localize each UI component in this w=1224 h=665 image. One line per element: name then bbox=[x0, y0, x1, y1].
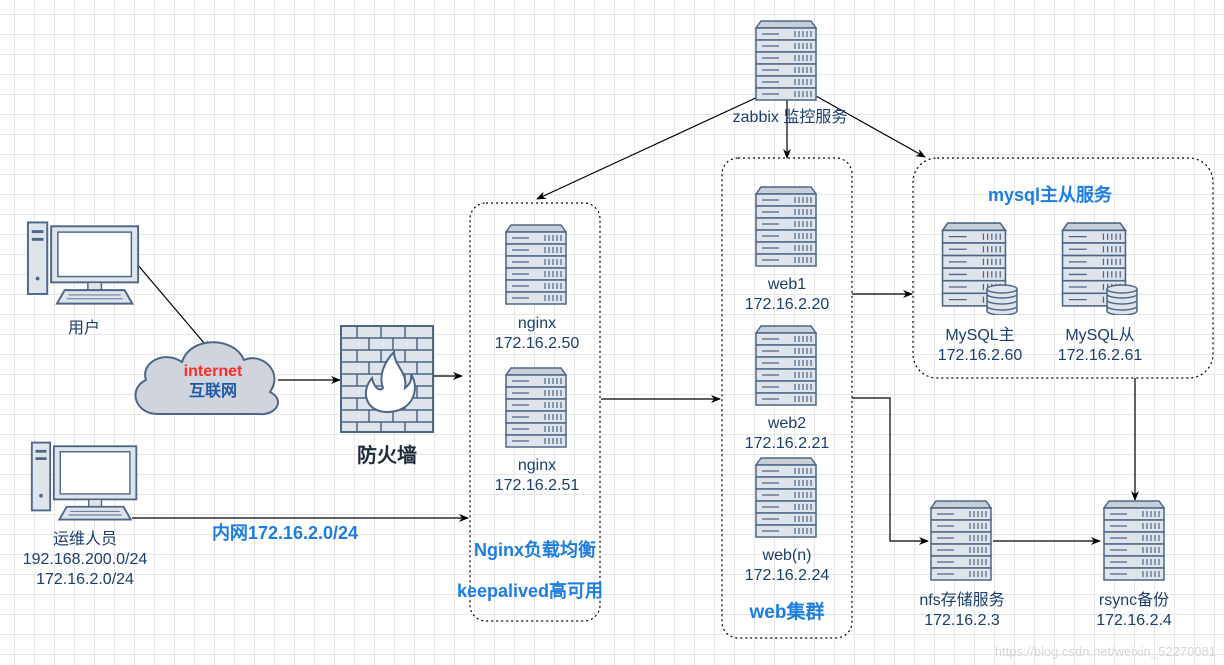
web-1-ip: 172.16.2.20 bbox=[744, 296, 830, 313]
arrow-zabbix-mysql bbox=[815, 95, 926, 158]
arrow-user-internet bbox=[136, 263, 211, 351]
mysql-group-title: mysql主从服务 bbox=[987, 185, 1113, 205]
firewall-icon bbox=[340, 325, 434, 433]
internet-cloud-icon bbox=[134, 341, 279, 416]
connectors bbox=[132, 95, 1139, 545]
nginx-1-name: nginx bbox=[517, 315, 557, 332]
nginx-group-box bbox=[469, 202, 601, 622]
ops-ip-2: 172.16.2.0/24 bbox=[36, 571, 134, 588]
web-1-name: web1 bbox=[767, 276, 807, 293]
arrow-zabbix-nginx bbox=[536, 95, 761, 200]
mysql-slave-name: MySQL从 bbox=[1065, 327, 1135, 344]
web-group-title: web集群 bbox=[749, 602, 825, 623]
web-server-n-icon bbox=[755, 457, 817, 538]
internet-label-cn: 互联网 bbox=[188, 383, 237, 400]
watermark: https://blog.csdn.net/weixin_52270081 bbox=[994, 644, 1216, 659]
internet-label-en: internet bbox=[183, 363, 243, 380]
rsync-server-icon bbox=[1103, 500, 1165, 581]
user-pc-icon bbox=[26, 221, 140, 305]
mysql-master-ip: 172.16.2.60 bbox=[937, 347, 1023, 364]
nfs-server-icon bbox=[930, 500, 992, 581]
web-server-1-icon bbox=[755, 186, 817, 267]
web-2-ip: 172.16.2.21 bbox=[744, 435, 830, 452]
web-n-name: web(n) bbox=[762, 547, 812, 564]
user-label: 用户 bbox=[67, 320, 100, 337]
mysql-master-db-icon bbox=[986, 284, 1018, 315]
mysql-master-name: MySQL主 bbox=[945, 327, 1015, 344]
nfs-name: nfs存储服务 bbox=[919, 592, 1005, 609]
web-server-2-icon bbox=[755, 325, 817, 406]
zabbix-label: zabbix 监控服务 bbox=[732, 109, 848, 126]
nginx-group-subtitle: keepalived高可用 bbox=[456, 581, 604, 601]
firewall-label: 防火墙 bbox=[357, 445, 417, 467]
nginx-group-title: Nginx负载均衡 bbox=[473, 540, 596, 560]
web-n-ip: 172.16.2.24 bbox=[744, 567, 830, 584]
zabbix-server-icon bbox=[755, 20, 817, 101]
ops-ip-1: 192.168.200.0/24 bbox=[22, 551, 148, 568]
mysql-slave-db-icon bbox=[1106, 284, 1138, 315]
nfs-ip: 172.16.2.3 bbox=[924, 612, 1000, 629]
arrow-web-nfs bbox=[852, 397, 929, 545]
ops-label: 运维人员 bbox=[52, 531, 117, 548]
web-2-name: web2 bbox=[767, 415, 807, 432]
rsync-name: rsync备份 bbox=[1098, 592, 1170, 609]
nginx-2-ip: 172.16.2.51 bbox=[494, 477, 580, 494]
rsync-ip: 172.16.2.4 bbox=[1096, 612, 1172, 629]
mysql-slave-ip: 172.16.2.61 bbox=[1057, 347, 1143, 364]
ops-pc-icon bbox=[30, 441, 138, 521]
nginx-2-name: nginx bbox=[517, 457, 557, 474]
nginx-server-1-icon bbox=[505, 224, 567, 305]
nginx-1-ip: 172.16.2.50 bbox=[494, 335, 580, 352]
mysql-group-box bbox=[912, 157, 1214, 379]
intranet-label: 内网172.16.2.0/24 bbox=[211, 523, 359, 543]
nginx-server-2-icon bbox=[505, 367, 567, 448]
